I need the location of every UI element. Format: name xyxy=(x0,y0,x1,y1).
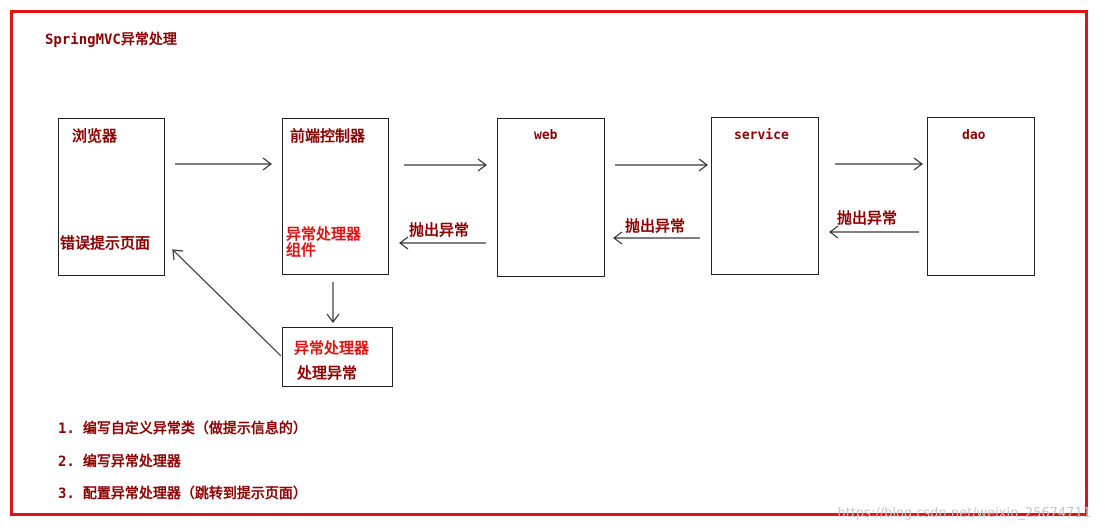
step-3-number: 3. xyxy=(58,486,75,502)
handle-exception-label: 处理异常 xyxy=(297,364,358,382)
browser-label: 浏览器 xyxy=(72,127,118,145)
dao-label: dao xyxy=(962,128,986,143)
browser-box xyxy=(58,118,165,276)
step-2-number: 2. xyxy=(58,454,75,470)
front-controller-label: 前端控制器 xyxy=(290,127,366,145)
step-1-text: 编写自定义异常类（做提示信息的） xyxy=(82,421,307,437)
arrow-browser-to-controller xyxy=(175,157,272,171)
arrow-service-to-dao xyxy=(835,157,923,171)
watermark: https://blog.csdn.net/weixin_25674711 xyxy=(837,506,1091,521)
step-3-text: 配置异常处理器（跳转到提示页面） xyxy=(82,486,307,502)
arrow-controller-to-handler xyxy=(326,282,340,323)
arrow-service-to-web xyxy=(613,231,700,245)
exception-handler-label: 异常处理器 xyxy=(294,339,370,357)
web-box xyxy=(497,118,605,277)
step-1-number: 1. xyxy=(58,421,75,437)
service-label: service xyxy=(734,128,789,143)
step-3: 3. 配置异常处理器（跳转到提示页面） xyxy=(58,483,307,503)
arrow-web-to-service xyxy=(615,158,708,172)
arrow-handler-to-browser xyxy=(172,249,282,357)
step-2: 2. 编写异常处理器 xyxy=(58,451,181,471)
error-page-label: 错误提示页面 xyxy=(60,234,151,252)
step-2-text: 编写异常处理器 xyxy=(82,454,181,470)
diagram-title: SpringMVC异常处理 xyxy=(45,32,177,48)
arrow-controller-to-web xyxy=(404,158,487,172)
service-box xyxy=(711,117,819,275)
front-controller-box xyxy=(282,118,389,275)
exception-handler-box xyxy=(282,327,393,387)
arrow-dao-to-service xyxy=(829,225,919,239)
exception-handler-component-line2: 组件 xyxy=(286,241,317,259)
step-1: 1. 编写自定义异常类（做提示信息的） xyxy=(58,418,307,438)
throw-exception-label-dao: 抛出异常 xyxy=(837,209,898,227)
throw-exception-label-web: 抛出异常 xyxy=(409,221,470,239)
throw-exception-label-service: 抛出异常 xyxy=(625,217,686,235)
outer-frame xyxy=(10,10,1088,516)
dao-box xyxy=(927,117,1035,276)
web-label: web xyxy=(534,128,558,143)
exception-handler-component-line1: 异常处理器 xyxy=(286,225,362,243)
arrow-web-to-controller xyxy=(399,236,486,250)
